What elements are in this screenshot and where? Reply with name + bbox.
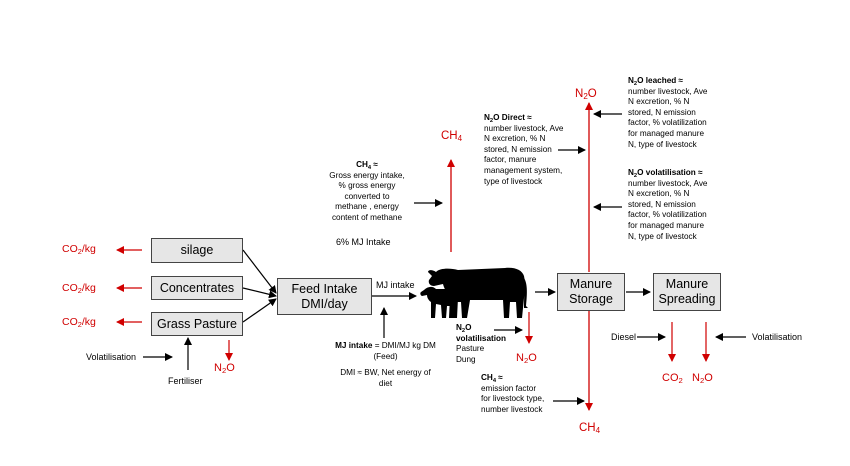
n2o-pasture-fert: N2O <box>214 362 235 375</box>
n2o-storage-output: N2O <box>575 88 597 101</box>
ch4-enteric-title: CH4 ≈ <box>356 160 378 171</box>
grass-pasture-box: Grass Pasture <box>151 312 243 336</box>
fertiliser-label: Fertiliser <box>168 376 203 386</box>
ch4-manure-output: CH4 <box>579 422 601 435</box>
manure-storage-line1: Manure <box>569 277 613 291</box>
arrow-silage-intake <box>242 249 277 294</box>
n2o-pasture-output: N2O <box>516 352 537 365</box>
n2o-pasture-note: N2O volatilisation Pasture Dung <box>456 323 507 364</box>
feed-intake-line2: DMI/day <box>301 296 348 311</box>
feed-intake-box: Feed Intake DMI/day <box>277 278 372 315</box>
manure-storage-line2: Storage <box>569 292 613 306</box>
manure-spreading-line1: Manure <box>665 277 709 291</box>
co2-kg-pasture: CO2/kg <box>62 316 96 329</box>
n2o-leached-note: N2O leached ≈ number livestock, Ave N ex… <box>628 76 708 149</box>
volatilisation-right-label: Volatilisation <box>752 332 803 342</box>
grass-pasture-label: Grass Pasture <box>157 316 237 331</box>
concentrates-box: Concentrates <box>151 276 243 300</box>
manure-spreading-line2: Spreading <box>658 292 716 306</box>
ch4-enteric-output: CH4 <box>441 130 463 143</box>
mj-intake-formula: MJ intake = DMI/MJ kg DM (Feed) DMI ≈ BW… <box>335 341 436 388</box>
volatilisation-label: Volatilisation <box>86 352 137 362</box>
cow-silhouette-icon <box>420 267 528 318</box>
manure-spreading-box: Manure Spreading <box>653 273 721 311</box>
arrow-concentrates-intake <box>242 287 277 299</box>
co2-kg-silage: CO2/kg <box>62 243 96 256</box>
ch4-enteric-note: CH4 ≈ Gross energy intake, % gross energ… <box>322 160 412 224</box>
concentrates-label: Concentrates <box>159 280 235 295</box>
mj-6pct-label: 6% MJ Intake <box>336 237 391 247</box>
n2o-direct-note: N2O Direct ≈ number livestock, Ave N exc… <box>484 113 564 186</box>
co2-kg-concentrates: CO2/kg <box>62 282 96 295</box>
mj-intake-label: MJ intake <box>376 280 415 290</box>
n2o-volatilisation-note: N2O volatilisation ≈ number livestock, A… <box>628 168 708 241</box>
co2-spreading-output: CO2 <box>662 372 683 385</box>
arrow-pasture-intake <box>242 298 277 323</box>
silage-label: silage <box>180 243 214 257</box>
ch4-manure-note: CH4 ≈ emission factor for livestock type… <box>481 373 545 414</box>
manure-storage-box: Manure Storage <box>557 273 625 311</box>
diesel-label: Diesel <box>611 332 637 342</box>
n2o-spreading-output: N2O <box>692 372 713 385</box>
feed-intake-line1: Feed Intake <box>291 281 358 296</box>
silage-box: silage <box>151 238 243 263</box>
